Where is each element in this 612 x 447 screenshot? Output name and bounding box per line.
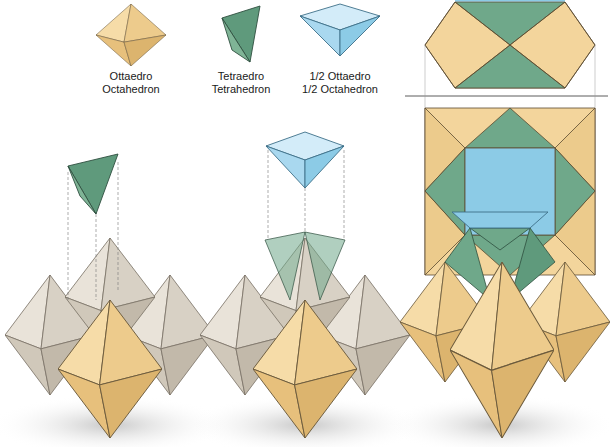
projection-line (425, 45, 426, 108)
half-octahedron (300, 4, 380, 56)
plan-face (555, 148, 595, 235)
octahedron (96, 4, 166, 66)
guide-line (96, 214, 97, 300)
tetra-face (470, 228, 530, 250)
half-oct-face (266, 146, 305, 188)
tetra-face (265, 232, 305, 300)
tetrahedron (68, 154, 118, 214)
plan-view (425, 108, 595, 275)
tetra-face (305, 232, 345, 300)
guide-line (268, 150, 269, 240)
half-octahedron (266, 132, 344, 188)
shape-label: 1/2 Ottaedro (309, 70, 370, 83)
guide-line (344, 150, 345, 240)
ground-line (405, 96, 608, 97)
shape-label: Tetrahedron (212, 83, 271, 96)
view-face (455, 45, 565, 88)
view-face (455, 2, 565, 45)
top-square (452, 212, 548, 228)
shape-label: 1/2 Octahedron (302, 83, 378, 96)
guide-line (305, 188, 306, 232)
tetra-face (68, 166, 96, 214)
plan-face (425, 148, 465, 235)
shape-label: Octahedron (102, 83, 159, 96)
octahedron (450, 262, 554, 438)
tetra-face (222, 18, 250, 62)
view-edge (425, 2, 510, 88)
view-outline (425, 2, 595, 88)
half-oct-face (300, 16, 340, 56)
tetra-face (445, 228, 490, 300)
half-oct-face (305, 146, 344, 188)
tetra-face (222, 6, 260, 62)
plan-outline (425, 108, 595, 275)
tetrahedron (222, 6, 260, 62)
guide-line (68, 172, 69, 300)
octahedron (58, 300, 162, 438)
shape-label: Tetraedro (218, 70, 264, 83)
plan-face (465, 108, 555, 148)
tetra-face (68, 154, 118, 214)
view-top (455, 0, 565, 2)
projection-line (595, 45, 596, 108)
tetrahedra (265, 232, 345, 300)
octahedron (253, 300, 357, 438)
view-edge (510, 2, 595, 88)
guide-line (118, 162, 119, 290)
shape-label: Ottaedro (110, 70, 153, 83)
half-oct-face (340, 16, 380, 56)
elevation-view (425, 0, 595, 88)
